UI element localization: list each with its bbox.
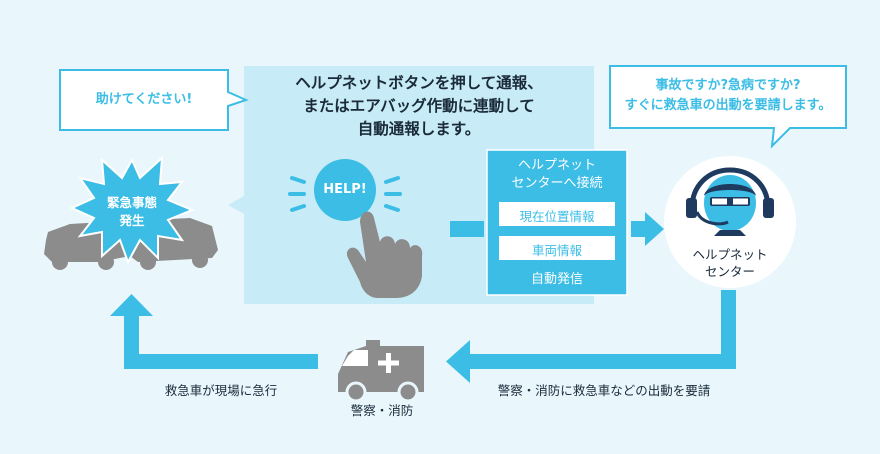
speech-bubble-left	[59, 69, 249, 131]
connect-box-title-line1: ヘルプネット	[517, 158, 596, 173]
arrow-to-connect-box	[450, 221, 484, 237]
accident-label-line1: 緊急事態	[106, 195, 157, 210]
center-label-line1: ヘルプネット	[692, 247, 768, 262]
speech-bubble-right	[609, 65, 847, 149]
speech-right-line1: 事故ですか?急病ですか?	[655, 78, 801, 93]
main-caption-line1: ヘルプネットボタンを押して通報、	[295, 74, 543, 92]
speech-right-text: 事故ですか?急病ですか? すぐに救急車の出動を要請します。	[610, 76, 846, 116]
vehicle-info-item: 車両情報	[531, 243, 582, 258]
location-info-item: 現在位置情報	[519, 209, 595, 224]
auto-dial-label: 自動発信	[530, 272, 583, 287]
arrow-to-accident	[110, 294, 318, 369]
operator-headset-icon	[686, 167, 774, 242]
center-label-line2: センター	[704, 264, 755, 279]
signal-rays-icon	[288, 176, 402, 212]
main-caption-line2: またはエアバッグ作動に連動して	[303, 97, 535, 115]
arrow-to-center	[631, 212, 664, 246]
accident-label: 緊急事態 発生	[92, 194, 172, 230]
rush-label: 救急車が現場に急行	[164, 383, 278, 398]
speech-right-line2: すぐに救急車の出動を要請します。	[624, 98, 832, 113]
emergency-burst-icon	[69, 155, 195, 265]
ambulance-icon	[338, 340, 424, 403]
help-button-label: HELP!	[323, 182, 367, 197]
speech-left-text: 助けてください!	[95, 92, 193, 107]
help-button-icon	[288, 159, 402, 221]
request-label: 警察・消防に救急車などの出動を要請	[497, 383, 711, 398]
connect-box-title: ヘルプネット センターへ接続	[487, 157, 627, 193]
main-caption-line3: 自動通報します。	[357, 120, 481, 138]
connect-box-title-line2: センターへ接続	[511, 176, 603, 191]
center-label: ヘルプネット センター	[676, 246, 784, 280]
pointing-hand-icon	[346, 211, 423, 298]
accident-label-line2: 発生	[119, 213, 145, 228]
connect-box	[486, 149, 628, 296]
arrow-to-police-fire	[446, 290, 736, 383]
police-fire-label: 警察・消防	[350, 403, 414, 418]
main-caption: ヘルプネットボタンを押して通報、 またはエアバッグ作動に連動して 自動通報します…	[244, 72, 594, 141]
